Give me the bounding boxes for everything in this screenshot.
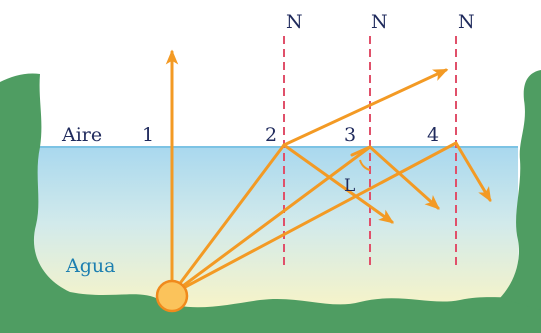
normal-label-2: N (286, 11, 303, 33)
light-source (157, 281, 187, 311)
point-label-1: 1 (142, 124, 154, 146)
water-region (30, 147, 518, 318)
ray-2-refracted (284, 70, 446, 145)
critical-angle-label: L (344, 176, 355, 196)
point-label-2: 2 (265, 124, 277, 146)
air-label: Aire (61, 124, 102, 146)
point-label-4: 4 (427, 124, 439, 146)
water-label: Agua (65, 255, 115, 277)
point-label-3: 3 (344, 124, 356, 146)
normal-label-3: N (371, 11, 388, 33)
normal-label-4: N (458, 11, 475, 33)
